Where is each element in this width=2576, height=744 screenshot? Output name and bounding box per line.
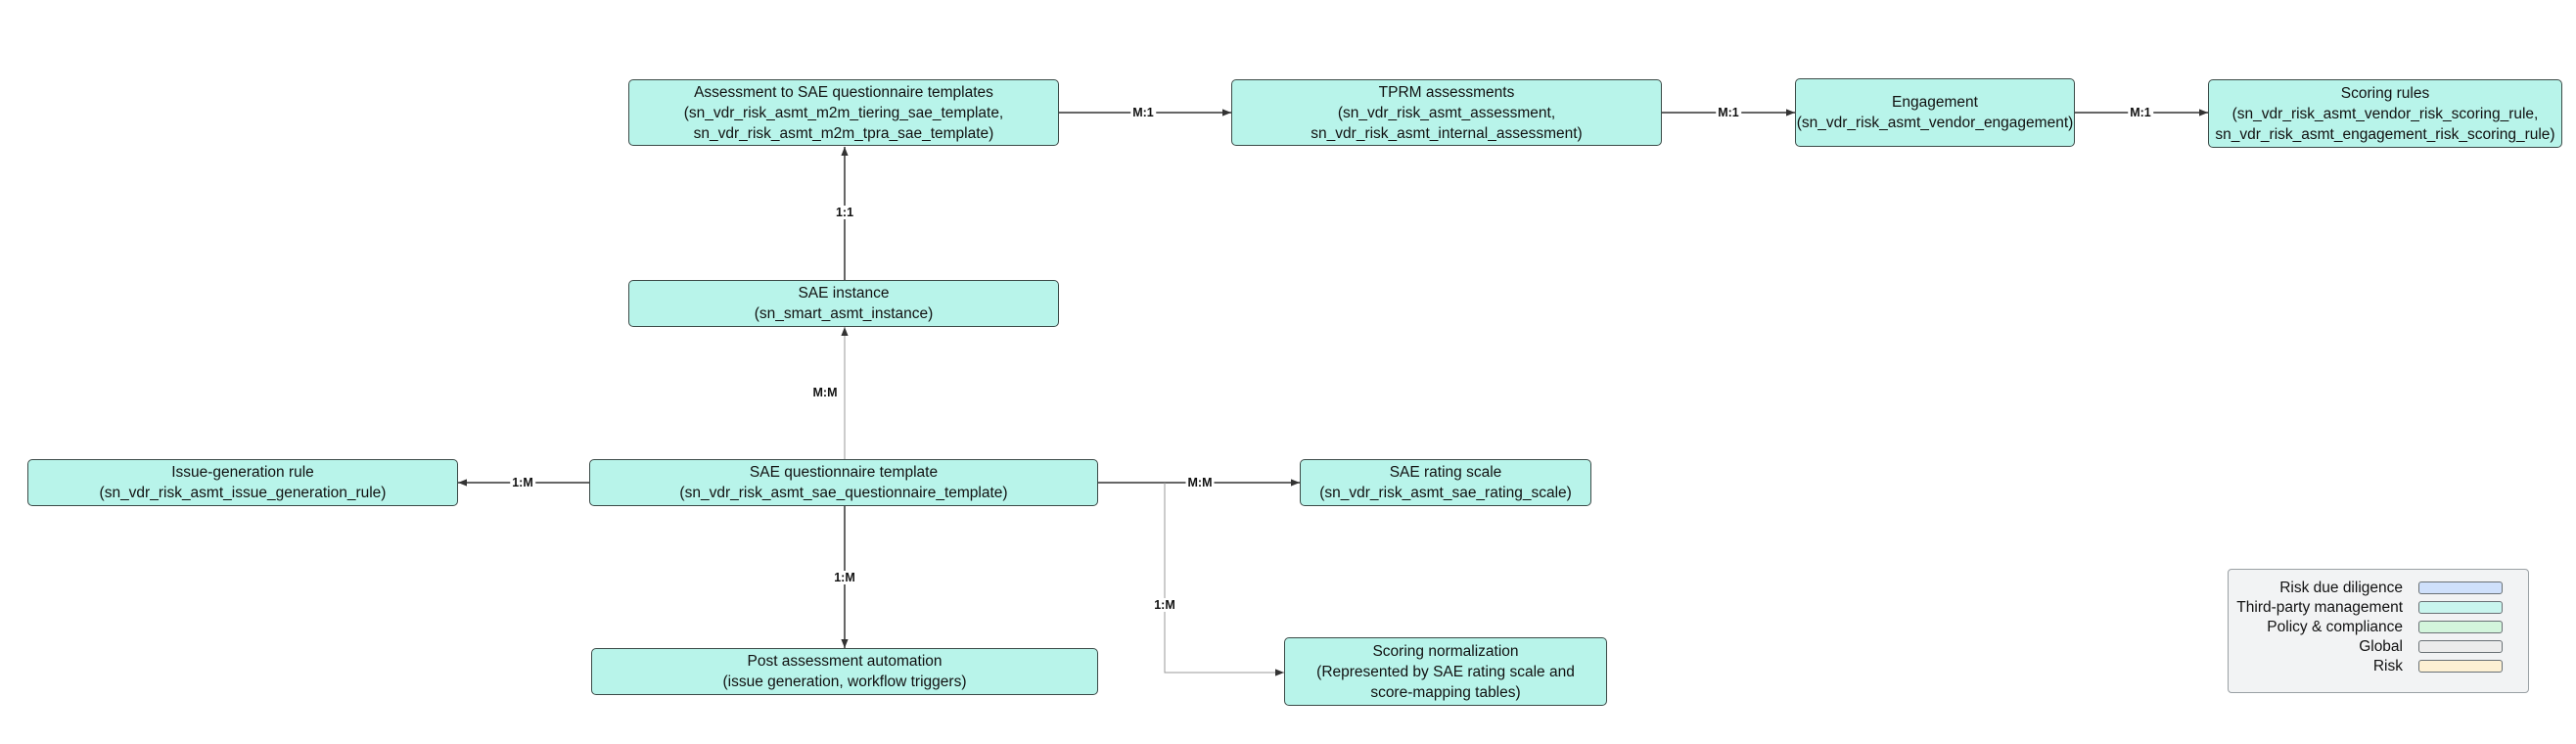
legend-label: Third-party management bbox=[2236, 599, 2403, 616]
legend-label: Risk due diligence bbox=[2279, 580, 2403, 596]
legend-swatch bbox=[2418, 621, 2503, 633]
node-sae-rating-scale[interactable]: SAE rating scale (sn_vdr_risk_asmt_sae_r… bbox=[1300, 459, 1591, 506]
node-title: SAE rating scale bbox=[1389, 464, 1502, 481]
legend-swatch bbox=[2418, 660, 2503, 673]
node-title: Engagement bbox=[1892, 94, 1978, 111]
node-title: Scoring rules bbox=[2340, 84, 2430, 102]
node-table: (sn_vdr_risk_asmt_vendor_risk_scoring_ru… bbox=[2231, 105, 2539, 122]
edge-label: 1:M bbox=[510, 476, 535, 489]
node-engagement[interactable]: Engagement (sn_vdr_risk_asmt_vendor_enga… bbox=[1795, 78, 2075, 147]
node-title: TPRM assessments bbox=[1378, 83, 1515, 101]
node-table: (sn_vdr_risk_asmt_issue_generation_rule) bbox=[99, 485, 387, 501]
legend-item: Risk bbox=[2229, 657, 2528, 676]
node-title: Post assessment automation bbox=[747, 653, 943, 670]
legend-item: Policy & compliance bbox=[2229, 618, 2528, 637]
edge-label: M:1 bbox=[1716, 106, 1741, 119]
node-tprm-assessments[interactable]: TPRM assessments (sn_vdr_risk_asmt_asses… bbox=[1231, 79, 1662, 146]
legend-label: Global bbox=[2359, 638, 2403, 655]
node-title: SAE instance bbox=[798, 285, 890, 302]
node-table: score-mapping tables) bbox=[1370, 683, 1521, 701]
legend-item: Third-party management bbox=[2229, 598, 2528, 618]
node-title: SAE questionnaire template bbox=[749, 464, 939, 481]
node-sae-questionnaire-template[interactable]: SAE questionnaire template (sn_vdr_risk_… bbox=[589, 459, 1098, 506]
legend-item: Global bbox=[2229, 637, 2528, 657]
edge-label: M:M bbox=[1185, 476, 1215, 489]
legend-swatch bbox=[2418, 640, 2503, 653]
node-table: (sn_vdr_risk_asmt_assessment, bbox=[1337, 104, 1556, 121]
edge-label: 1:M bbox=[832, 571, 857, 584]
node-table: (Represented by SAE rating scale and bbox=[1316, 663, 1575, 680]
node-post-assessment-automation[interactable]: Post assessment automation (issue genera… bbox=[591, 648, 1098, 695]
legend-label: Policy & compliance bbox=[2267, 619, 2403, 635]
edge-label: 1:M bbox=[1152, 598, 1177, 612]
node-table: (sn_vdr_risk_asmt_sae_questionnaire_temp… bbox=[679, 485, 1008, 501]
legend: Risk due diligence Third-party managemen… bbox=[2228, 569, 2529, 693]
node-table: (sn_vdr_risk_asmt_m2m_tiering_sae_templa… bbox=[683, 104, 1004, 121]
node-scoring-normalization[interactable]: Scoring normalization (Represented by SA… bbox=[1284, 637, 1607, 706]
node-table: sn_vdr_risk_asmt_m2m_tpra_sae_template) bbox=[693, 124, 994, 142]
node-title: Assessment to SAE questionnaire template… bbox=[694, 83, 993, 101]
node-sae-instance[interactable]: SAE instance (sn_smart_asmt_instance) bbox=[628, 280, 1059, 327]
node-table: (sn_vdr_risk_asmt_vendor_engagement) bbox=[1796, 115, 2074, 131]
edge-label: M:M bbox=[810, 386, 840, 399]
node-scoring-rules[interactable]: Scoring rules (sn_vdr_risk_asmt_vendor_r… bbox=[2208, 79, 2562, 148]
edge-label: M:1 bbox=[1130, 106, 1156, 119]
edge-template-to-normalization bbox=[1164, 483, 1284, 676]
edge-label: M:1 bbox=[2128, 106, 2153, 119]
edge-label: 1:1 bbox=[833, 206, 856, 219]
node-title: Issue-generation rule bbox=[171, 464, 314, 481]
node-table: (sn_vdr_risk_asmt_sae_rating_scale) bbox=[1319, 485, 1572, 501]
legend-swatch bbox=[2418, 581, 2503, 594]
node-title: Scoring normalization bbox=[1372, 642, 1519, 660]
node-assessment-to-sae-templates[interactable]: Assessment to SAE questionnaire template… bbox=[628, 79, 1059, 146]
legend-item: Risk due diligence bbox=[2229, 579, 2528, 598]
legend-label: Risk bbox=[2372, 658, 2403, 674]
legend-swatch bbox=[2418, 601, 2503, 614]
node-table: sn_vdr_risk_asmt_internal_assessment) bbox=[1311, 124, 1583, 142]
node-table: (sn_smart_asmt_instance) bbox=[754, 305, 934, 322]
node-issue-generation-rule[interactable]: Issue-generation rule (sn_vdr_risk_asmt_… bbox=[27, 459, 458, 506]
node-table: (issue generation, workflow triggers) bbox=[722, 674, 967, 690]
node-table: sn_vdr_risk_asmt_engagement_risk_scoring… bbox=[2215, 125, 2555, 143]
